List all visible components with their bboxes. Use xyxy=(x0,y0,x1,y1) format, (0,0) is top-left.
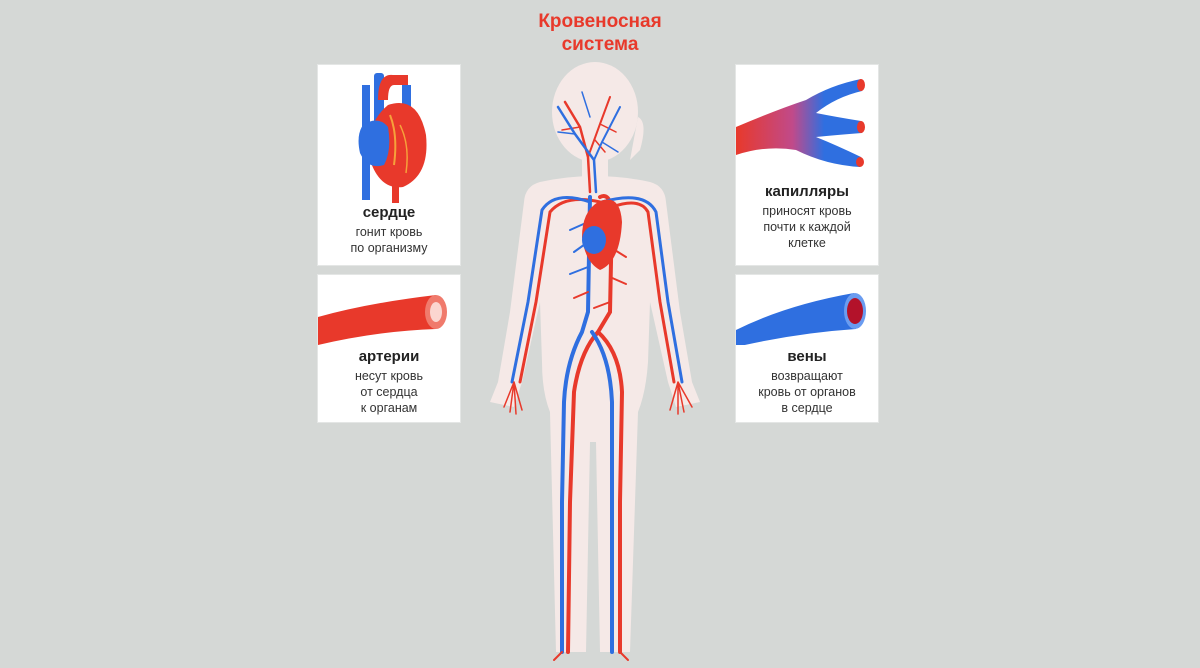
arteries-card: артерии несут кровь от сердца к органам xyxy=(318,275,460,422)
capillaries-description: приносят кровь почти к каждой клетке xyxy=(736,203,878,251)
title-line-2: система xyxy=(561,34,639,55)
heart-desc-line: гонит кровь xyxy=(355,225,423,239)
arteries-description: несут кровь от сердца к органам xyxy=(318,368,460,416)
capillaries-desc-line: почти к каждой xyxy=(763,220,851,234)
arteries-label: артерии xyxy=(358,348,420,365)
veins-label: вены xyxy=(787,348,827,365)
veins-desc-line: кровь от органов xyxy=(758,385,856,399)
arteries-desc-line: несут кровь xyxy=(354,369,424,383)
title-line-1: Кровеносная xyxy=(538,11,662,32)
arteries-desc-line: к органам xyxy=(360,401,418,415)
veins-desc-line: в сердце xyxy=(781,401,833,415)
heart-illustration xyxy=(358,73,427,203)
capillaries-desc-line: клетке xyxy=(788,236,826,250)
veins-description: возвращают кровь от органов в сердце xyxy=(736,368,878,416)
capillaries-label: капилляры xyxy=(765,183,849,200)
heart-card: сердце гонит кровь по организму xyxy=(318,65,460,265)
body-silhouette xyxy=(490,62,700,661)
capillary-illustration xyxy=(736,79,865,167)
arteries-desc-line: от сердца xyxy=(360,385,418,399)
capillaries-desc-line: приносят кровь xyxy=(762,204,852,218)
heart-description: гонит кровь по организму xyxy=(318,224,460,256)
diagram-title: Кровеносная система xyxy=(500,10,700,56)
heart-label: сердце xyxy=(362,204,416,221)
capillaries-card: капилляры приносят кровь почти к каждой … xyxy=(736,65,878,265)
vein-illustration xyxy=(736,293,866,345)
heart-desc-line: по организму xyxy=(350,241,428,255)
artery-illustration xyxy=(318,295,447,345)
veins-card: вены возвращают кровь от органов в сердц… xyxy=(736,275,878,422)
heart-in-body xyxy=(582,199,622,270)
veins-desc-line: возвращают xyxy=(771,369,843,383)
silhouette-shape xyxy=(490,62,700,652)
